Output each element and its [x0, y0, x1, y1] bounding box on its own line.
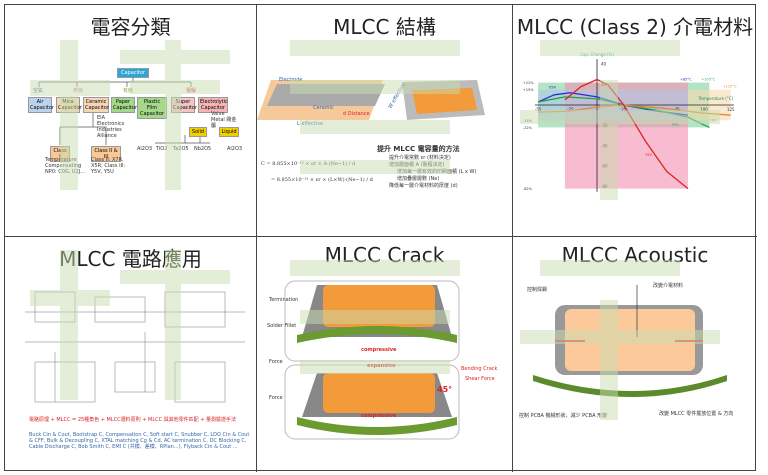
compressive-label: compressive: [361, 347, 397, 353]
type-node: Super Capacitor: [171, 97, 198, 113]
summary-text: 電路原理 + MLCC = 25種角色 + MLCC選料原則 + MLCC 與其…: [29, 417, 237, 423]
y-tick-label: -40: [601, 143, 608, 148]
x-axis-label: Temperature (°C): [698, 96, 734, 101]
force-label: Force: [269, 359, 283, 365]
force-label: Force: [269, 395, 283, 401]
oxide-label: Al2O3: [137, 146, 153, 152]
method-sub-bullet: 增加每一層有效的印刷面積 (L x W): [397, 169, 477, 175]
x-tick-label: -55: [535, 107, 542, 112]
expansive-label: expansive: [367, 363, 396, 369]
temperature-label: +125°C: [723, 85, 737, 89]
panel-circuit: MLCC 電路應用 電路原理 + MLCC = 25種角色 + MLCC選料原則…: [5, 237, 257, 472]
method-bullet: 提升介電常數 εr (材料決定): [389, 155, 451, 161]
left-limit-label: -22%: [523, 126, 533, 130]
method-bullet: 增加層面積 A (製程決定): [389, 162, 445, 168]
panel-title: MLCC 結構: [333, 15, 436, 39]
y-tick-label: -80: [601, 184, 608, 189]
series-label: Y5V: [645, 153, 652, 157]
temperature-label: +85°C: [680, 78, 692, 82]
termination-label: Termination: [269, 297, 299, 303]
series-label: X5R: [549, 86, 557, 90]
ceramic-label: Ceramic: [313, 105, 334, 111]
type-node: Ceramic Capacitor: [83, 97, 110, 113]
left-limit-label: +22%: [523, 81, 534, 85]
method-bullet: 降低每一層介電材料的厚度 (d): [389, 183, 458, 189]
oxide-label: Al2O3: [227, 146, 243, 152]
solder-fillet-label: Solder Fillet: [267, 323, 297, 329]
compressive-label: compressive: [361, 413, 397, 419]
type-node: Air Capacitor: [28, 97, 55, 113]
panel-dielectric: MLCC (Class 2) 介電材料 Cap. Change (%) Tempe…: [513, 5, 757, 237]
series-label: X8R: [709, 118, 717, 122]
liquid-node: Liquid: [219, 127, 239, 137]
group-label: 無機: [73, 88, 84, 94]
left-limit-label: -15%: [523, 119, 533, 123]
solder-control-label: 控制焊錫: [527, 287, 548, 293]
panel-acoustic: MLCC Acoustic 控制焊錫 改變介電材料 控制 PCBA 機械形狀，減…: [513, 237, 757, 472]
electrode-label: Electrode: [279, 77, 303, 83]
x-tick-label: -25: [567, 107, 574, 112]
material-label: 改變介電材料: [653, 283, 684, 289]
bending-crack-label: Bending Crack: [461, 366, 498, 372]
type-node: Plastic Film Capacitor: [137, 97, 167, 119]
shear-force-label: Shear Force: [465, 376, 495, 382]
group-label: 電解: [186, 88, 197, 94]
valve-metal-label: Valve Metal 閥金屬: [211, 111, 237, 129]
y-tick-label: -60: [601, 164, 608, 169]
group-label: 空氣: [33, 88, 44, 94]
solid-node: Solid: [189, 127, 207, 137]
group-label: 有機: [123, 88, 134, 94]
schematic-image: [25, 291, 245, 403]
oxide-label: TiO2: [156, 146, 168, 152]
type-node: Paper Capacitor: [111, 97, 138, 113]
temperature-label: +105°C: [701, 78, 715, 82]
panel-crack: MLCC Crack Termination Solder Fillet com…: [257, 237, 513, 472]
l-effective-label: L effective: [297, 121, 324, 127]
x-tick-label: 100: [700, 107, 708, 112]
panel-classification: 電容分類 Capacitor 空氣 無機 有機 電解 Air Capacitor…: [5, 5, 257, 237]
panel-title: MLCC (Class 2) 介電材料: [516, 15, 754, 39]
formula-1: C = 8.855×10⁻¹² × εr × A·(Ne−1) / d: [261, 161, 356, 167]
panel-title: MLCC 電路應用: [59, 247, 202, 271]
method-heading: 提升 MLCC 電容量的方法: [377, 145, 460, 153]
y-tick-label: 40: [601, 62, 607, 67]
panel-title: MLCC Acoustic: [561, 243, 709, 267]
crack-diagram: [284, 280, 460, 440]
left-limit-label: -82%: [523, 187, 533, 191]
x-tick-label: 125: [727, 107, 735, 112]
formula-2: = 8.855×10⁻¹² × εr × (L×W)·(Ne−1) / d: [271, 177, 373, 183]
class1-desc: Temperature Compensating NP0: C0G, U2J..…: [45, 157, 86, 175]
distance-label: d Distance: [343, 111, 370, 117]
y-axis-label: Cap. Change (%): [580, 52, 614, 57]
temperature-chart: Cap. Change (%)Temperature (°C)4020-20-4…: [523, 52, 737, 192]
placement-label: 改變 MLCC 零件擺放位置 & 方向: [659, 411, 734, 417]
acoustic-diagram: [533, 285, 727, 397]
mlcc-structure-diagram: [257, 80, 485, 120]
roles-text: Buck Cin & Cout, Bootstrap C, Compensati…: [29, 432, 250, 450]
eia-label: EIA Electronics Industries Alliance: [97, 115, 125, 139]
left-limit-label: +15%: [523, 88, 534, 92]
series-label: X6S: [672, 122, 680, 126]
type-node: Electrolytic Capacitor: [198, 97, 228, 113]
class23-desc: Class II: X7R, X5R; Class III: Y5V, Y5U: [91, 157, 126, 175]
pcba-label: 控制 PCBA 機械形狀，減少 PCBA 形變: [519, 413, 608, 419]
slide-grid: 電容分類 Capacitor 空氣 無機 有機 電解 Air Capacitor…: [4, 4, 757, 472]
oxide-label: Ta2O5: [173, 146, 189, 152]
class23-node: Class II & III: [91, 146, 121, 162]
x-tick-label: 25: [621, 107, 627, 112]
panel-structure: MLCC 結構 Electrode Ceramic d Distance L e…: [257, 5, 513, 237]
method-sub-bullet: 增加疊層層數 (Ne): [397, 176, 440, 182]
panel-title: 電容分類: [90, 15, 171, 39]
angle-label: 45°: [437, 385, 453, 394]
y-tick-label: -20: [601, 123, 608, 128]
oxide-label: Nb2O5: [194, 146, 212, 152]
panel-title: MLCC Crack: [324, 243, 445, 267]
type-node: Mica Capacitor: [56, 97, 83, 113]
